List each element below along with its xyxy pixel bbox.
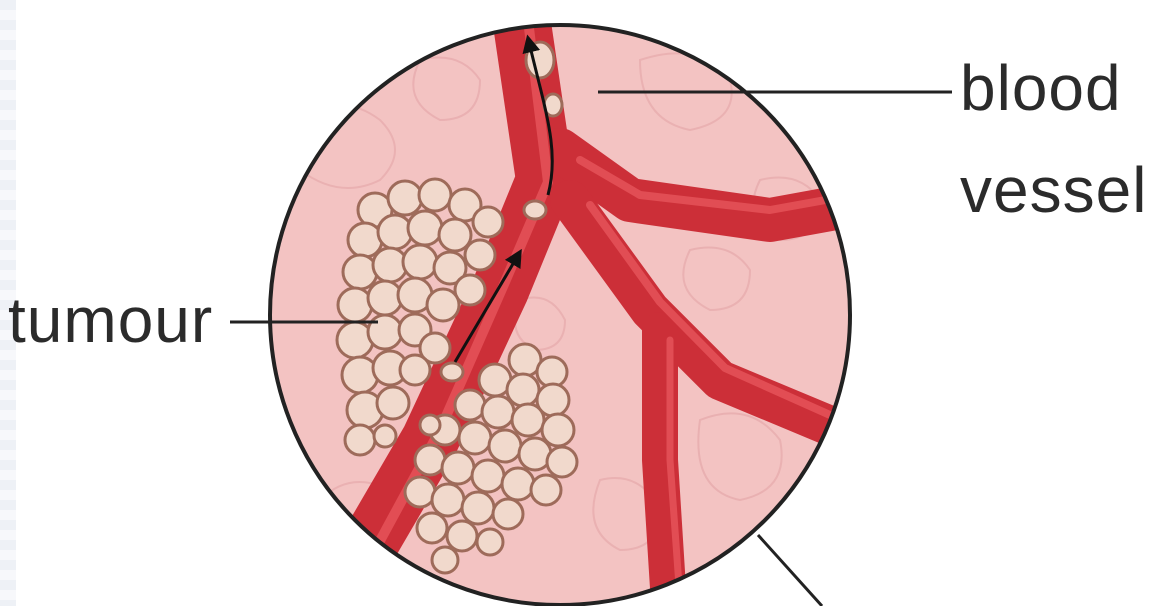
magnifier-leader-line xyxy=(758,535,822,606)
tumour-label: tumour xyxy=(8,288,213,352)
blood-vessel-label-line2: vessel xyxy=(960,158,1147,222)
blood-vessel-label-line1: blood xyxy=(960,56,1122,120)
